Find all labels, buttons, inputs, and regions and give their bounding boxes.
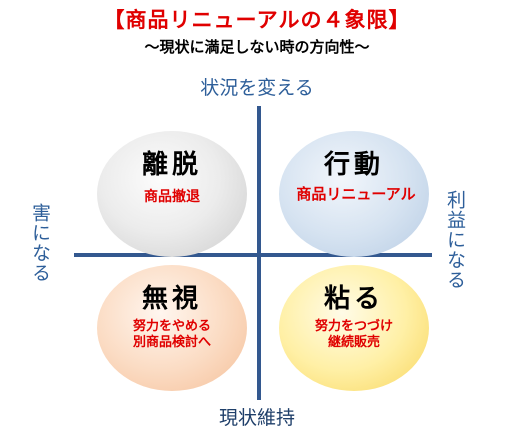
diagram-title: 【商品リニューアルの４象限】 xyxy=(103,8,411,32)
axis-label-left: 害になる xyxy=(29,203,51,283)
quadrant-line: 努力をつづけ xyxy=(314,319,393,334)
quadrant-lines: 努力をつづけ 継続販売 xyxy=(279,319,429,352)
horizontal-axis-line xyxy=(74,253,432,257)
quadrant-line: 別商品検討へ xyxy=(132,335,211,351)
quadrant-line: 商品リニューアル xyxy=(296,185,416,203)
axis-label-right: 利益になる xyxy=(444,190,466,290)
quadrant-lines: 努力をやめる 別商品検討へ xyxy=(97,319,247,352)
quadrant-heading: 行動 xyxy=(323,150,384,180)
quadrant-bottom-left: 無視 努力をやめる 別商品検討へ xyxy=(97,265,247,391)
quadrant-heading: 離脱 xyxy=(141,150,202,180)
quadrant-top-left: 離脱 商品撤退 xyxy=(97,131,247,257)
quadrant-bottom-right: 粘る 努力をつづけ 継続販売 xyxy=(279,265,429,391)
vertical-axis-line xyxy=(257,106,261,400)
diagram-subtitle: 〜現状に満足しない時の方向性〜 xyxy=(144,38,370,56)
axis-label-bottom: 現状維持 xyxy=(218,407,295,429)
quadrant-line: 努力をやめる xyxy=(132,319,211,334)
axis-label-top: 状況を変える xyxy=(200,77,314,99)
quadrant-top-right: 行動 商品リニューアル xyxy=(279,131,429,257)
quadrant-heading: 粘る xyxy=(323,284,384,314)
quadrant-line: 継続販売 xyxy=(327,335,380,351)
quadrant-line: 商品撤退 xyxy=(144,189,200,205)
quadrant-heading: 無視 xyxy=(141,284,202,314)
